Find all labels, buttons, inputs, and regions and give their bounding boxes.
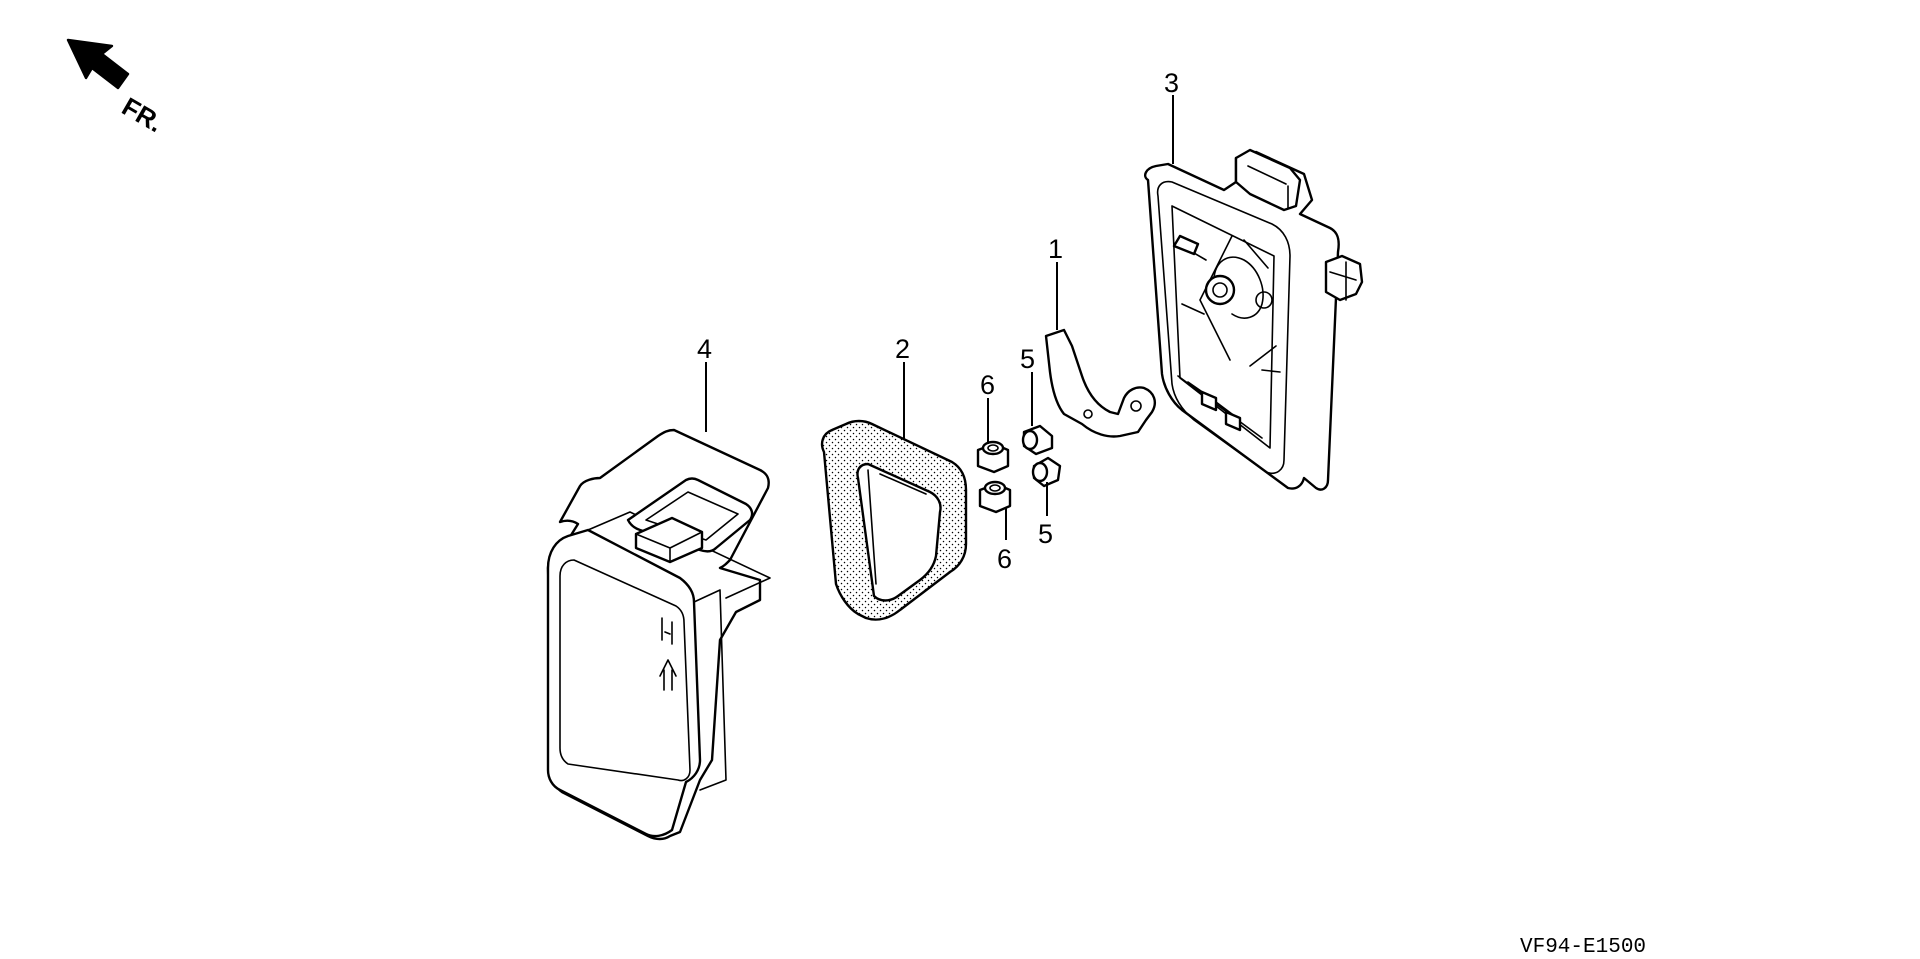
direction-label: FR. [117, 91, 168, 138]
air-cleaner-cover [546, 428, 771, 841]
callout-6-upper: 6 [980, 370, 995, 400]
callout-1: 1 [1048, 234, 1063, 264]
callout-4: 4 [697, 334, 712, 364]
filter-direction-arrow-icon [659, 617, 677, 691]
flange-nut-upper [976, 440, 1010, 474]
callout-6-lower: 6 [997, 544, 1012, 574]
drawing-code: VF94-E1500 [1520, 936, 1646, 959]
callout-5-lower: 5 [1038, 519, 1053, 549]
callout-5-upper: 5 [1020, 344, 1035, 374]
air-cleaner-base [1144, 148, 1364, 491]
collar-lower [1031, 456, 1062, 488]
foam-element [820, 419, 968, 621]
direction-arrow-icon: FR. [66, 38, 168, 138]
callout-2: 2 [895, 334, 910, 364]
flange-nut-lower [978, 480, 1012, 514]
bracket [1044, 328, 1156, 438]
callout-3: 3 [1164, 68, 1179, 98]
collar-upper [1021, 424, 1054, 456]
